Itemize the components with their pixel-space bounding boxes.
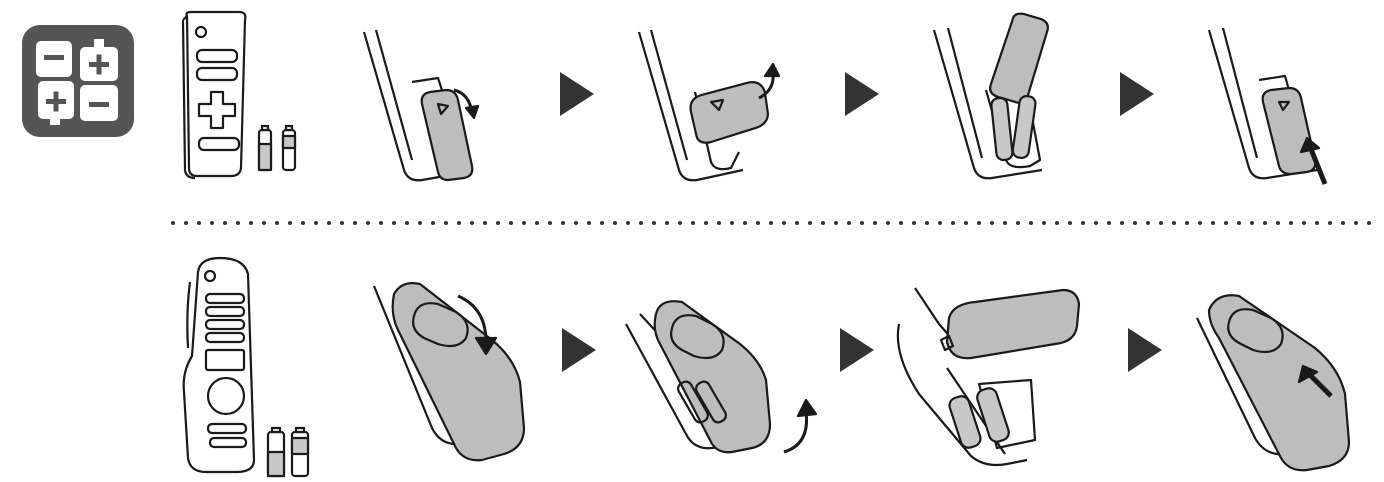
standard-step-insert-batteries — [930, 10, 1060, 185]
battery-aa-1 — [266, 426, 286, 478]
magic-step-insert-batteries — [895, 284, 1085, 469]
magic-step-slide-cover — [372, 278, 532, 463]
standard-step-press-cover — [360, 10, 490, 185]
battery-aaa-1 — [257, 124, 273, 172]
standard-remote-overview — [175, 10, 315, 180]
standard-step-close-cover — [1205, 10, 1345, 185]
section-divider — [170, 214, 1384, 225]
battery-polarity-icon — [22, 25, 134, 137]
magic-remote-overview — [178, 252, 328, 478]
step-arrow-3 — [1120, 72, 1156, 116]
battery-aa-2 — [290, 426, 310, 478]
magic-step-close-cover — [1195, 278, 1365, 473]
magic-step-lift-cover — [620, 284, 830, 459]
step-arrow-4 — [562, 328, 598, 372]
step-arrow-1 — [560, 72, 596, 116]
step-arrow-6 — [1128, 328, 1164, 372]
step-arrow-5 — [840, 328, 876, 372]
step-arrow-2 — [845, 72, 881, 116]
battery-aaa-2 — [281, 124, 297, 172]
standard-step-lift-cover — [635, 10, 785, 185]
battery-right — [1011, 95, 1037, 160]
battery-left — [990, 96, 1014, 162]
